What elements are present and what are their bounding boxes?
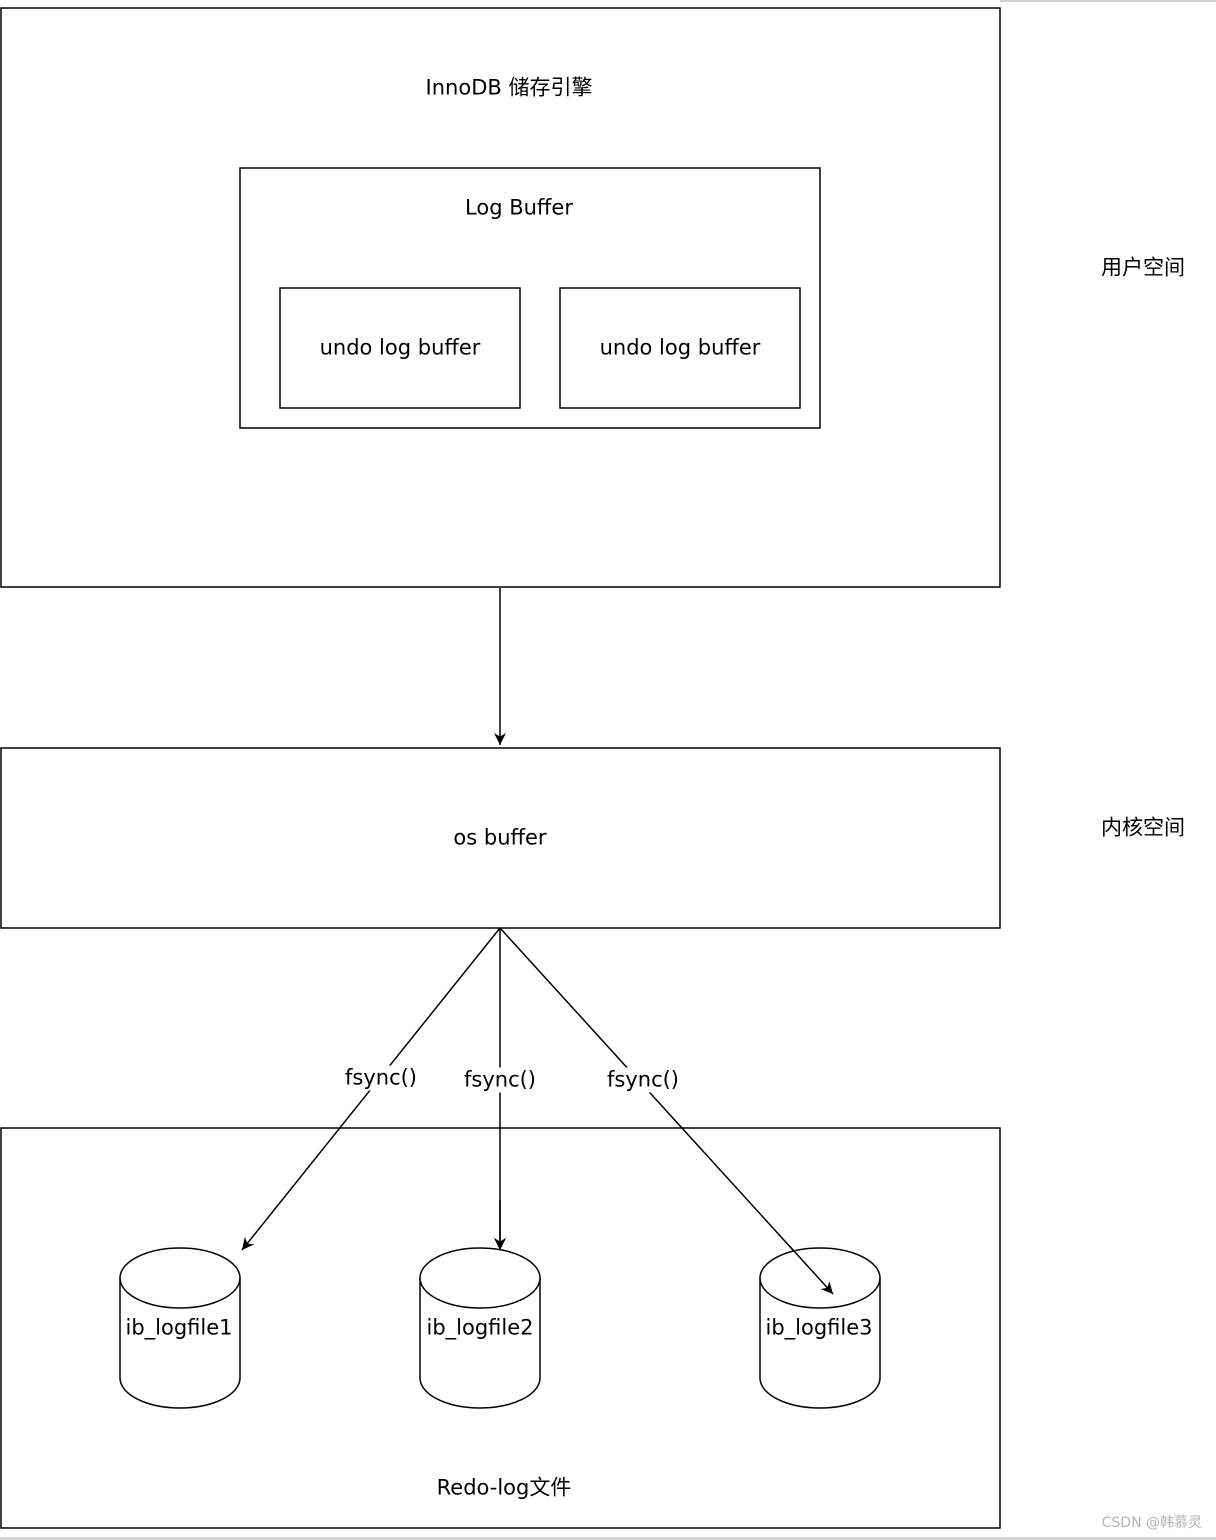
- watermark: CSDN @韩慕灵: [1101, 1515, 1202, 1531]
- logfile-label-1: ib_logfile1: [125, 1315, 233, 1340]
- fsync-label-2: fsync(): [461, 1067, 539, 1093]
- fsync-label-1: fsync(): [342, 1065, 420, 1091]
- logfile-label-2: ib_logfile2: [426, 1315, 534, 1340]
- undo-log-buffer-box-1: [279, 287, 521, 409]
- top-border: [1000, 0, 1216, 2]
- undo-log-buffer-label-2: undo log buffer: [599, 335, 761, 360]
- logfile-cylinder-2: [419, 1247, 541, 1409]
- logfile-label-3: ib_logfile3: [765, 1315, 873, 1340]
- kernel-space-label: 内核空间: [1101, 815, 1185, 840]
- fsync-label-3: fsync(): [604, 1067, 682, 1093]
- log-buffer-label: Log Buffer: [465, 195, 573, 220]
- undo-log-buffer-label-1: undo log buffer: [319, 335, 481, 360]
- innodb-box: [0, 7, 1001, 588]
- arrow-fsync-3-tip: [789, 1246, 834, 1295]
- logfile-cylinder-1: [119, 1247, 241, 1409]
- os-buffer-label: os buffer: [453, 825, 547, 850]
- bottom-border: [0, 1537, 1216, 1540]
- innodb-label: InnoDB 储存引擎: [425, 75, 593, 100]
- log-buffer-box: [239, 167, 821, 429]
- user-space-label: 用户空间: [1101, 255, 1185, 280]
- redo-log-label: Redo-log文件: [436, 1475, 572, 1500]
- logfile-cylinder-3: [759, 1247, 881, 1409]
- arrow-fsync-3: [499, 927, 834, 1295]
- undo-log-buffer-box-2: [559, 287, 801, 409]
